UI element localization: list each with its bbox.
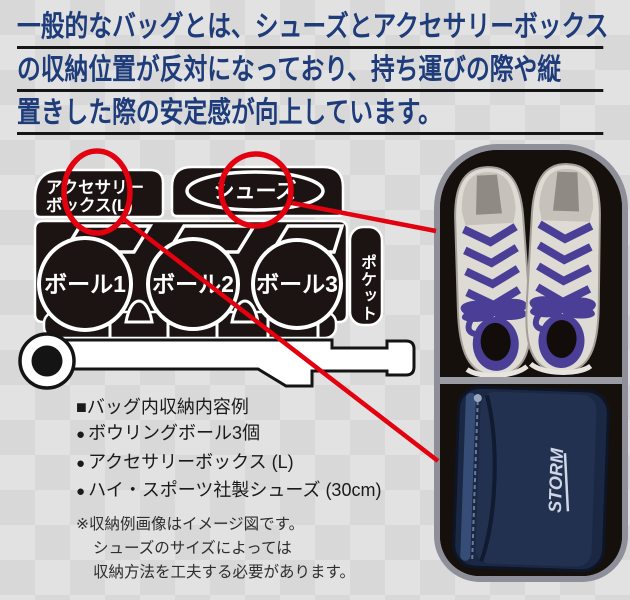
disclaimer-note-line3: 収納方法を工夫する必要があります。 <box>93 563 355 581</box>
accessory-box-compartment <box>33 168 165 219</box>
ball-3-circle <box>251 238 343 330</box>
divider-shape-3 <box>268 224 345 254</box>
headline-line-3: 置きした際の安定感が向上しています。 <box>17 92 604 135</box>
callout-line-shoes <box>291 200 437 234</box>
divider-shape-1 <box>60 224 154 254</box>
bag-main-body <box>33 219 349 324</box>
photo-divider <box>440 377 622 384</box>
shoes-photo <box>440 150 622 377</box>
shoes-compartment <box>170 165 345 218</box>
divider-shape-2 <box>164 224 258 254</box>
dot-bullet-icon: ● <box>76 426 86 443</box>
headline-line-1: 一般的なバッグとは、シューズとアクセサリーボックス <box>17 6 608 49</box>
list-item: ●ボウリングボール3個 <box>76 420 381 449</box>
shoes-illustration <box>440 150 622 377</box>
accessory-box-label-line1: アクセサリー <box>46 178 144 197</box>
wheel-inner <box>31 345 63 377</box>
accessory-box-label-line2: ボックス(L) <box>46 196 133 215</box>
list-item: ●アクセサリーボックス (L) <box>76 449 381 478</box>
bag-bottom-strip <box>42 310 338 340</box>
trolley-handle <box>58 338 416 388</box>
ball-1-circle <box>37 236 133 332</box>
case-brand-logo: STORM <box>545 447 567 513</box>
list-item-text: アクセサリーボックス (L) <box>88 451 294 472</box>
list-item-text: ハイ・スポーツ社製シューズ (30cm) <box>88 480 382 500</box>
highlight-circle-accessory-box <box>61 148 133 236</box>
accessory-case-illustration: STORM <box>440 384 622 576</box>
list-item: ●ハイ・スポーツ社製シューズ (30cm) <box>76 477 381 506</box>
storage-list-heading: ■バッグ内収納内容例 <box>76 394 381 420</box>
wheel-outer <box>18 332 76 390</box>
headline-line-2: の収納位置が反対になっており、持ち運びの際や縦 <box>17 49 604 92</box>
bag-interior-photo: STORM <box>434 144 628 582</box>
ball-separator-bump-1 <box>124 299 154 324</box>
disclaimer-note-line2: シューズのサイズによっては <box>93 539 292 557</box>
ball-2-circle <box>146 237 240 331</box>
ball-2-label: ボール2 <box>152 271 234 297</box>
bottom-strip-separators <box>108 318 320 337</box>
disclaimer-note-line1: ※収納例画像はイメージ図です。 <box>76 515 305 533</box>
pocket-label: ポケット <box>358 254 375 322</box>
square-bullet-icon: ■ <box>76 397 87 417</box>
dot-bullet-icon: ● <box>76 454 86 472</box>
headline: 一般的なバッグとは、シューズとアクセサリーボックス の収納位置が反対になっており… <box>17 6 608 135</box>
ball-3-label: ボール3 <box>256 271 338 297</box>
shoes-area-ellipse <box>185 170 325 212</box>
shoes-label: シューズ <box>214 179 297 203</box>
ball-1-label: ボール1 <box>44 271 126 297</box>
accessory-case-photo: STORM <box>440 384 622 576</box>
storage-list-heading-text: バッグ内収納内容例 <box>86 397 249 417</box>
ball-separator-bump-2 <box>230 299 260 324</box>
highlight-circle-shoes <box>218 151 294 229</box>
list-item-text: ボウリングボール3個 <box>88 423 261 443</box>
storage-contents-list: ■バッグ内収納内容例 ●ボウリングボール3個 ●アクセサリーボックス (L) ●… <box>76 394 381 585</box>
dot-bullet-icon: ● <box>76 483 86 500</box>
